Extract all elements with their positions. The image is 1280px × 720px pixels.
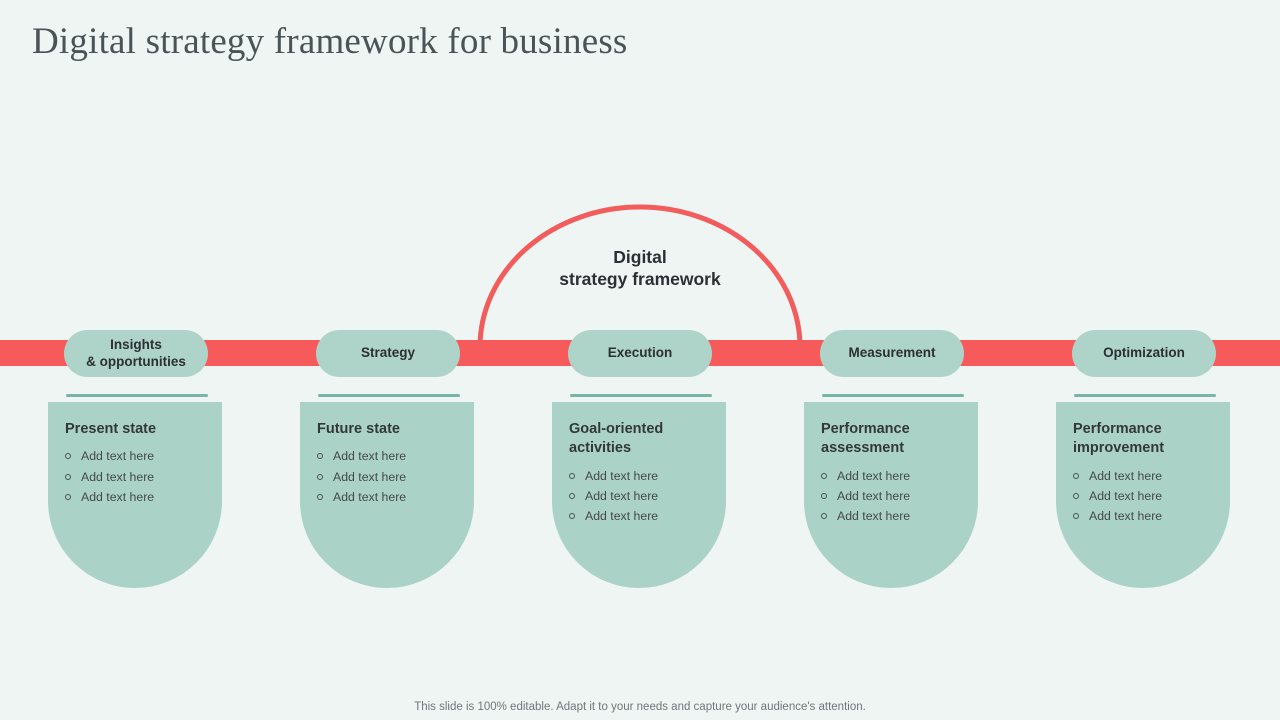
circle-bullet-icon xyxy=(1073,493,1079,499)
circle-bullet-icon xyxy=(65,494,71,501)
stage-card-heading: Goal-oriented activities xyxy=(569,420,709,459)
list-item-label: Add text here xyxy=(1089,509,1163,524)
stage-card-future-state[interactable]: Future state Add text here Add text here… xyxy=(300,402,474,588)
list-item-label: Add text here xyxy=(81,449,155,464)
connector-line-5 xyxy=(1074,394,1216,397)
center-label-line1: Digital xyxy=(613,247,667,267)
circle-bullet-icon xyxy=(821,513,827,520)
list-item[interactable]: Add text here xyxy=(317,469,457,484)
list-item-label: Add text here xyxy=(837,468,911,483)
stage-pill-insights-line2: & opportunities xyxy=(86,353,186,369)
stage-card-heading: Performance assessment xyxy=(821,420,961,459)
stage-card-heading-line1: Performance xyxy=(1073,421,1162,437)
circle-bullet-icon xyxy=(821,472,827,479)
stage-card-performance-assessment[interactable]: Performance assessment Add text here Add… xyxy=(804,402,978,588)
stage-pill-measurement-label: Measurement xyxy=(848,345,936,361)
stage-card-bullet-list: Add text here Add text here Add text her… xyxy=(1073,468,1213,522)
list-item[interactable]: Add text here xyxy=(1073,510,1213,522)
stage-card-heading-line1: Performance xyxy=(821,421,910,437)
list-item-label: Add text here xyxy=(333,449,407,464)
list-item[interactable]: Add text here xyxy=(1073,490,1213,502)
list-item-label: Add text here xyxy=(585,488,659,503)
list-item-label: Add text here xyxy=(333,469,407,484)
stage-card-performance-improvement[interactable]: Performance improvement Add text here Ad… xyxy=(1056,402,1230,588)
list-item[interactable]: Add text here xyxy=(317,449,457,464)
stage-card-heading-line1: Goal-oriented xyxy=(569,421,664,437)
list-item[interactable]: Add text here xyxy=(569,468,709,483)
stage-card-bullet-list: Add text here Add text here Add text her… xyxy=(821,468,961,522)
stage-card-heading-line1: Future state xyxy=(317,421,400,437)
list-item[interactable]: Add text here xyxy=(821,490,961,502)
circle-bullet-icon xyxy=(569,472,575,479)
stage-card-goal-oriented-activities[interactable]: Goal-oriented activities Add text here A… xyxy=(552,402,726,588)
stage-card-heading: Future state xyxy=(317,420,457,439)
circle-bullet-icon xyxy=(1073,513,1079,520)
stage-pill-optimization-label: Optimization xyxy=(1103,345,1185,361)
stage-card-heading: Present state xyxy=(65,420,205,439)
list-item[interactable]: Add text here xyxy=(65,469,205,484)
list-item[interactable]: Add text here xyxy=(317,491,457,503)
page-title: Digital strategy framework for business xyxy=(32,21,628,62)
circle-bullet-icon xyxy=(65,453,71,460)
circle-bullet-icon xyxy=(317,453,323,460)
stage-card-bullet-list: Add text here Add text here Add text her… xyxy=(65,450,205,503)
list-item-label: Add text here xyxy=(837,488,911,503)
list-item[interactable]: Add text here xyxy=(821,468,961,483)
list-item-label: Add text here xyxy=(837,509,911,524)
stage-pill-execution-label: Execution xyxy=(607,345,673,361)
list-item-label: Add text here xyxy=(585,509,659,524)
list-item[interactable]: Add text here xyxy=(65,491,205,503)
stage-card-heading: Performance improvement xyxy=(1073,420,1213,459)
stage-card-bullet-list: Add text here Add text here Add text her… xyxy=(317,450,457,503)
connector-line-1 xyxy=(66,394,208,397)
circle-bullet-icon xyxy=(65,473,71,480)
stage-card-heading-line2: improvement xyxy=(1073,440,1165,457)
list-item[interactable]: Add text here xyxy=(569,510,709,522)
circle-bullet-icon xyxy=(821,493,827,499)
circle-bullet-icon xyxy=(317,473,323,480)
list-item-label: Add text here xyxy=(1089,488,1163,503)
list-item-label: Add text here xyxy=(1089,468,1163,483)
list-item[interactable]: Add text here xyxy=(1073,468,1213,483)
circle-bullet-icon xyxy=(569,493,575,499)
stage-pill-insights-line1: Insights xyxy=(110,336,162,352)
list-item-label: Add text here xyxy=(333,489,407,504)
stage-card-present-state[interactable]: Present state Add text here Add text her… xyxy=(48,402,222,588)
connector-line-4 xyxy=(822,394,964,397)
list-item[interactable]: Add text here xyxy=(569,490,709,502)
stage-pill-measurement[interactable]: Measurement xyxy=(820,330,964,377)
stage-card-heading-line2: assessment xyxy=(821,440,905,457)
center-label: Digital strategy framework xyxy=(470,246,810,291)
stage-pill-optimization[interactable]: Optimization xyxy=(1072,330,1216,377)
stage-card-bullet-list: Add text here Add text here Add text her… xyxy=(569,468,709,522)
stage-pill-strategy-label: Strategy xyxy=(360,345,416,361)
stage-card-heading-line2: activities xyxy=(569,440,632,457)
footer-note: This slide is 100% editable. Adapt it to… xyxy=(414,701,866,713)
stage-pill-execution[interactable]: Execution xyxy=(568,330,712,377)
list-item-label: Add text here xyxy=(585,468,659,483)
circle-bullet-icon xyxy=(569,513,575,520)
center-label-line2: strategy framework xyxy=(559,269,721,290)
circle-bullet-icon xyxy=(317,494,323,501)
circle-bullet-icon xyxy=(1073,472,1079,479)
list-item-label: Add text here xyxy=(81,489,155,504)
stage-pill-insights[interactable]: Insights & opportunities xyxy=(64,330,208,377)
stage-pill-strategy[interactable]: Strategy xyxy=(316,330,460,377)
list-item[interactable]: Add text here xyxy=(65,449,205,464)
connector-line-2 xyxy=(318,394,460,397)
list-item[interactable]: Add text here xyxy=(821,510,961,522)
stage-card-heading-line1: Present state xyxy=(65,421,157,437)
list-item-label: Add text here xyxy=(81,469,155,484)
connector-line-3 xyxy=(570,394,712,397)
